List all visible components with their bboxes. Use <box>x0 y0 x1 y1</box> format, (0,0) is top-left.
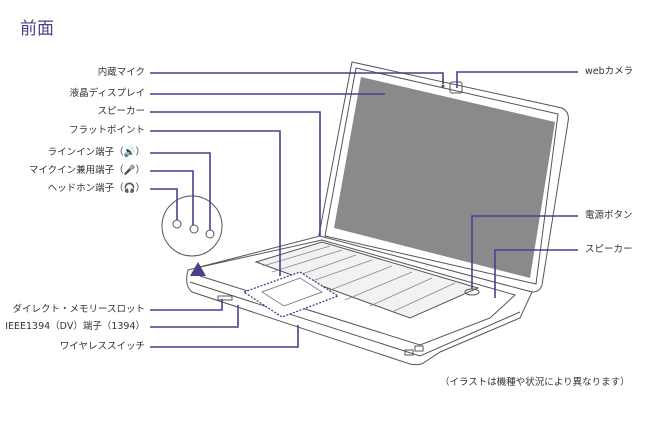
mic-hole <box>441 84 445 88</box>
label-headphone: ヘッドホン端子（🎧） <box>47 183 145 194</box>
label-speaker-left: スピーカー <box>97 106 145 117</box>
label-web-camera: webカメラ <box>585 66 634 77</box>
illustration-note: （イラストは機種や状況により異なります） <box>440 377 630 388</box>
page-title: 前面 <box>20 19 54 39</box>
lcd-screen <box>334 77 555 278</box>
label-memory-slot: ダイレクト・メモリースロット <box>12 304 145 315</box>
label-mic-in: マイクイン兼用端子（🎤） <box>28 165 145 176</box>
flat-point-touchpad <box>242 271 340 318</box>
label-flat-point: フラットポイント <box>68 125 145 136</box>
keyboard <box>254 241 480 319</box>
label-ieee1394: IEEE1394（DV）端子（1394） <box>5 321 145 332</box>
web-camera-shape <box>449 81 463 94</box>
leader-lines <box>150 71 578 348</box>
label-wireless-switch: ワイヤレススイッチ <box>59 341 145 352</box>
label-line-in: ラインイン端子（🔊） <box>47 147 145 158</box>
label-lcd: 液晶ディスプレイ <box>69 88 145 99</box>
label-speaker-right: スピーカー <box>585 244 633 255</box>
label-internal-mic: 内蔵マイク <box>97 67 145 78</box>
label-power-button: 電源ボタン <box>585 210 633 221</box>
lid-inner-bezel <box>324 67 559 285</box>
